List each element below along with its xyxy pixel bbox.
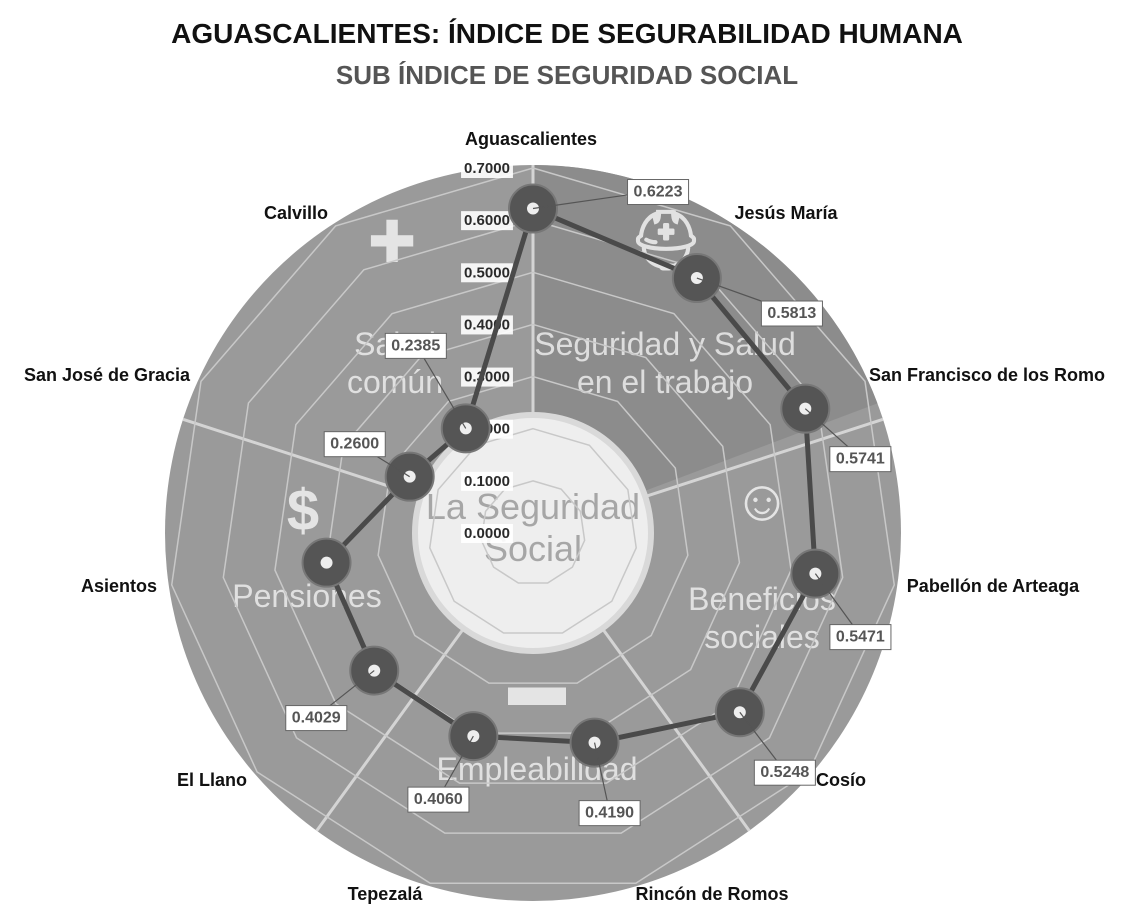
segment-label: común [347,364,443,400]
value-label: 0.5741 [836,451,885,468]
tick-label-bg [461,159,513,178]
segment-label: sociales [704,619,820,655]
value-label: 0.2385 [391,337,440,354]
value-label-box [407,786,470,813]
dollar-icon: $ [287,478,319,543]
value-label-box [760,300,823,327]
category-label: Pabellón de Arteaga [907,576,1080,596]
category-label: Calvillo [264,203,328,223]
value-label-box [627,179,690,206]
tick-label: 0.4000 [464,316,510,333]
chart-title: AGUASCALIENTES: ÍNDICE DE SEGURABILIDAD … [171,18,963,49]
grid-ring [222,219,844,834]
tick-label-bg [461,263,513,283]
value-label-box [829,446,892,473]
tick-label-bg [461,471,513,491]
value-label-box [285,705,348,732]
category-label: Aguascalientes [465,129,597,149]
value-label: 0.4190 [585,805,634,822]
category-label: Cosío [816,770,866,790]
grid-ring [480,480,586,584]
value-label-box [323,431,386,458]
ambulance-icon: ✚ [368,210,417,275]
value-label: 0.4029 [292,710,341,727]
tick-label: 0.7000 [464,160,510,177]
value-label: 0.2600 [330,436,379,453]
chart-subtitle: SUB ÍNDICE DE SEGURIDAD SOCIAL [335,60,799,90]
value-label: 0.6223 [634,184,683,201]
value-label: 0.5471 [836,629,885,646]
value-label-box [829,624,892,651]
segment-divider [646,417,884,498]
category-label: San José de Gracia [24,365,191,385]
tick-label-bg [461,211,513,231]
segment-label: Seguridad y Salud [534,326,796,362]
data-point-center [320,556,333,569]
value-label: 0.5813 [767,305,816,322]
category-label: Asientos [81,576,157,596]
value-label: 0.4060 [414,791,463,808]
value-label-box [384,332,447,359]
tick-label: 0.6000 [464,212,510,229]
family-icon: ☺ [732,468,791,533]
grid-ring [170,167,896,884]
segment-divider [315,629,464,832]
category-label: El Llano [177,770,247,790]
tick-label: 0.5000 [464,264,510,281]
category-label: San Francisco de los Romo [869,365,1105,385]
tick-label-bg [461,367,513,387]
category-label: Jesús María [734,203,838,223]
tick-label-bg [461,524,513,543]
segment-label: en el trabajo [577,364,753,400]
tick-label: 0.1000 [464,473,510,490]
grid-ring [429,427,637,634]
tick-label: 0.3000 [464,369,510,386]
value-label: 0.5248 [760,764,809,781]
category-label: Tepezalá [348,884,424,904]
value-label-box [753,759,816,786]
segment-divider [182,417,420,498]
center-label: La Seguridad [426,486,640,527]
grid-ring [274,271,792,784]
segment-divider [602,629,751,832]
value-label-box [578,800,641,827]
category-label: Rincón de Romos [635,884,788,904]
segment-label: Pensiones [232,578,381,614]
briefcase-icon: ▬ [508,653,566,718]
tick-label: 0.0000 [464,525,510,542]
